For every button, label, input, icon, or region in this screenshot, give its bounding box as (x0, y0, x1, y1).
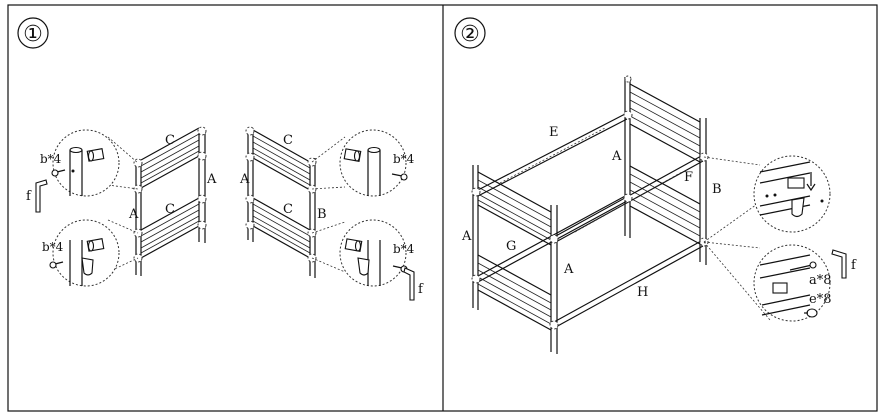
step-1-circle (17, 17, 49, 49)
label-g: G (506, 239, 516, 254)
detail-circle-top-right (339, 129, 408, 197)
label-a8: a*8 (809, 273, 832, 288)
panel-step-2: ② (454, 17, 857, 354)
label-a-top: A (611, 149, 622, 164)
detail-circle-top-left (51, 129, 120, 197)
label-c-bot-left: C (165, 202, 175, 217)
detail-circle-bottom-left (49, 219, 120, 287)
label-e: E (549, 125, 559, 140)
label-a-left-left: A (128, 207, 139, 222)
left-end-frame (107, 126, 207, 276)
label-b4-bl: b*4 (42, 240, 64, 254)
label-a-right-left: A (239, 172, 250, 187)
detail-circle-hook (753, 155, 831, 233)
allen-key-right-icon (403, 267, 415, 301)
label-c-top-left: C (165, 133, 175, 148)
label-a-left: A (461, 229, 472, 244)
label-a-left-right: A (206, 172, 217, 187)
label-a-front: A (563, 262, 574, 277)
step-2-number: ② (460, 22, 480, 47)
allen-key-left-icon (35, 179, 48, 213)
label-f-left: f (26, 189, 32, 204)
label-c-top-right: C (283, 133, 293, 148)
label-f-right: f (418, 282, 424, 297)
bunk-bed-assembled (471, 75, 771, 354)
label-b4-tr: b*4 (393, 152, 415, 166)
detail-circle-bolts (753, 244, 831, 322)
detail-circle-bottom-right (339, 219, 408, 287)
right-end-frame (245, 126, 346, 278)
label-b-right: B (317, 207, 327, 222)
label-f-tool: f (851, 258, 857, 273)
step-2-circle (454, 17, 486, 49)
label-b: B (712, 182, 722, 197)
step-1-number: ① (23, 22, 43, 47)
label-h: H (637, 285, 648, 300)
allen-key-icon (831, 249, 847, 279)
label-c-bot-right: C (283, 202, 293, 217)
panel-step-1: ① C A C A (17, 17, 424, 301)
label-e8: e*8 (809, 292, 831, 307)
label-b4-br: b*4 (393, 242, 415, 256)
label-f: F (684, 170, 693, 185)
label-b4-tl: b*4 (40, 152, 62, 166)
